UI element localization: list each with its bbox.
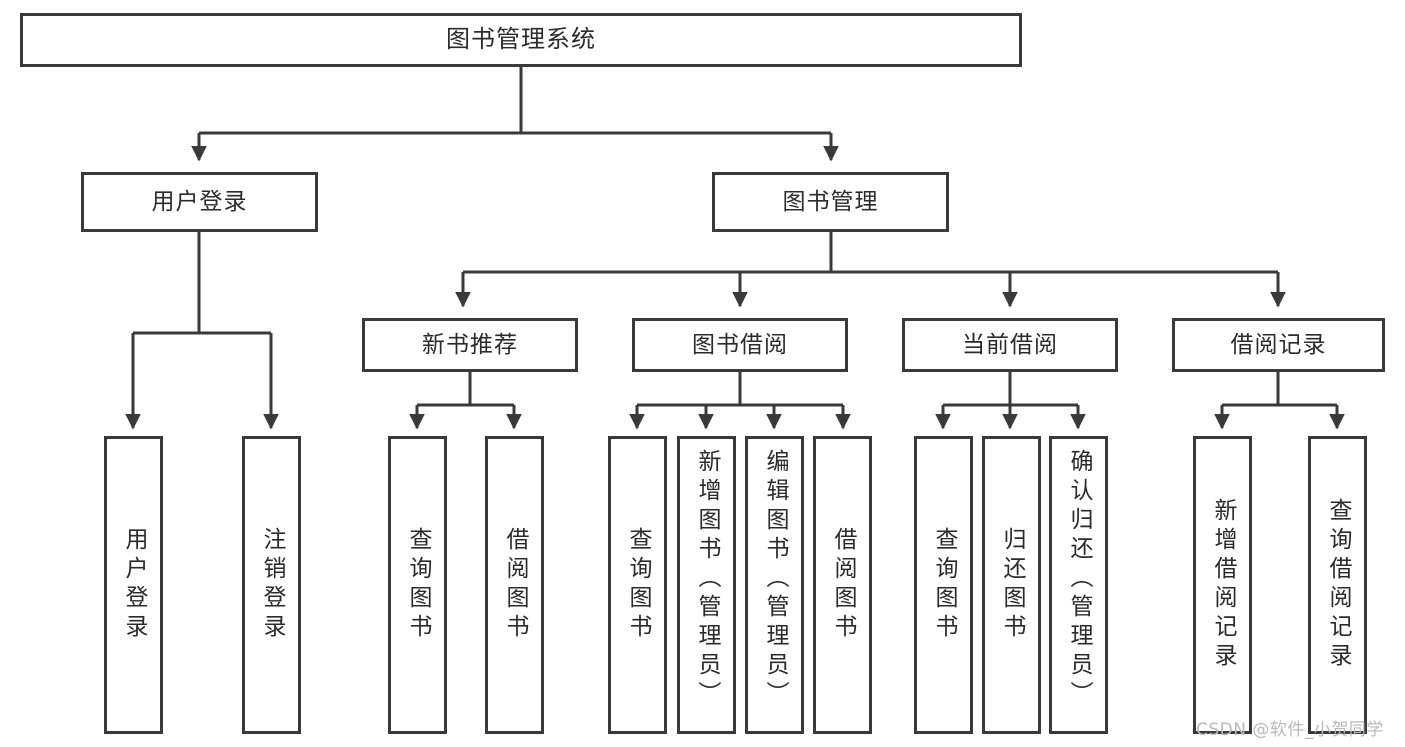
leaf-query-book-3[interactable]: 查询图书 <box>914 436 973 734</box>
leaf-borrow-book-1[interactable]: 借阅图书 <box>485 436 544 734</box>
leaf-logout-login-label: 注销登录 <box>259 527 285 643</box>
leaf-return-book-label: 归还图书 <box>999 527 1025 643</box>
node-root[interactable]: 图书管理系统 <box>20 13 1022 67</box>
leaf-query-book-2[interactable]: 查询图书 <box>608 436 667 734</box>
leaf-add-record-label: 新增借阅记录 <box>1210 498 1236 672</box>
csdn-watermark: CSDN @软件_小贺同学 <box>1196 715 1384 740</box>
leaf-edit-book-label: 编辑图书（管理员） <box>762 449 788 710</box>
leaf-confirm-return[interactable]: 确认归还（管理员） <box>1049 436 1108 734</box>
leaf-query-record-label: 查询借阅记录 <box>1325 498 1351 672</box>
leaf-query-book-1-label: 查询图书 <box>405 527 431 643</box>
csdn-watermark-text: CSDN @软件_小贺同学 <box>1196 720 1384 740</box>
node-book-borrow-label: 图书借阅 <box>692 331 788 358</box>
node-book-manage[interactable]: 图书管理 <box>712 172 949 232</box>
leaf-query-book-2-label: 查询图书 <box>625 527 651 643</box>
node-new-book-recommend-label: 新书推荐 <box>422 331 518 358</box>
leaf-borrow-book-1-label: 借阅图书 <box>502 527 528 643</box>
leaf-return-book[interactable]: 归还图书 <box>982 436 1041 734</box>
node-user-login-label: 用户登录 <box>151 188 248 215</box>
leaf-user-login[interactable]: 用户登录 <box>104 436 163 734</box>
leaf-add-record[interactable]: 新增借阅记录 <box>1193 436 1252 734</box>
node-borrow-record[interactable]: 借阅记录 <box>1172 318 1385 372</box>
node-current-borrow-label: 当前借阅 <box>962 331 1058 358</box>
leaf-query-record[interactable]: 查询借阅记录 <box>1308 436 1367 734</box>
leaf-confirm-return-label: 确认归还（管理员） <box>1066 449 1092 710</box>
leaf-query-book-3-label: 查询图书 <box>931 527 957 643</box>
node-borrow-record-label: 借阅记录 <box>1230 331 1327 358</box>
node-new-book-recommend[interactable]: 新书推荐 <box>362 318 578 372</box>
leaf-query-book-1[interactable]: 查询图书 <box>388 436 447 734</box>
node-root-label: 图书管理系统 <box>446 25 596 54</box>
leaf-edit-book[interactable]: 编辑图书（管理员） <box>745 436 804 734</box>
node-user-login[interactable]: 用户登录 <box>81 172 318 232</box>
leaf-user-login-label: 用户登录 <box>121 527 147 643</box>
node-current-borrow[interactable]: 当前借阅 <box>902 318 1118 372</box>
node-book-manage-label: 图书管理 <box>782 188 879 215</box>
leaf-add-book-label: 新增图书（管理员） <box>694 449 720 710</box>
leaf-add-book[interactable]: 新增图书（管理员） <box>677 436 736 734</box>
node-book-borrow[interactable]: 图书借阅 <box>632 318 848 372</box>
leaf-borrow-book-2-label: 借阅图书 <box>830 527 856 643</box>
leaf-borrow-book-2[interactable]: 借阅图书 <box>813 436 872 734</box>
leaf-logout-login[interactable]: 注销登录 <box>242 436 301 734</box>
